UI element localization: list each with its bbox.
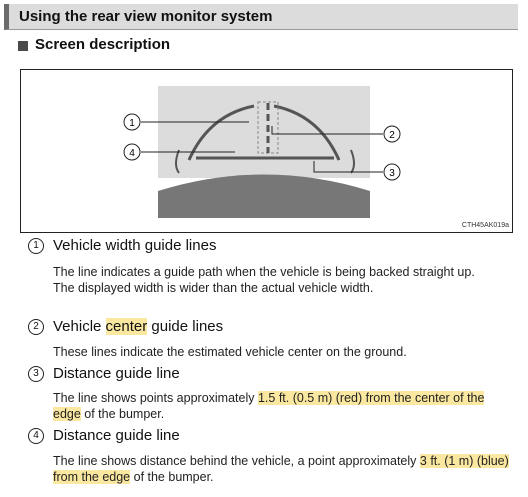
item-number-circle: 2 — [28, 319, 44, 335]
item-description-line: The displayed width is wider than the ac… — [53, 281, 374, 295]
callout-number-3: 3 — [389, 168, 395, 179]
title-highlight: center — [105, 318, 148, 335]
desc-text: The line shows distance behind the vehic… — [53, 454, 420, 468]
item-description-line: The line indicates a guide path when the… — [53, 265, 475, 279]
callout-circle-3 — [383, 163, 401, 181]
desc-text: The line shows points approximately — [53, 391, 258, 405]
item-description: The line indicates a guide path when the… — [53, 264, 511, 296]
callout-number-1: 1 — [129, 118, 135, 129]
item-description: These lines indicate the estimated vehic… — [53, 345, 407, 359]
width-guide-line-left — [187, 104, 255, 161]
section-title: Using the rear view monitor system — [19, 8, 273, 25]
title-text: guide lines — [147, 318, 224, 335]
item-title: Vehicle center guide lines — [53, 318, 223, 335]
item-number-circle: 4 — [28, 428, 44, 444]
monitor-screen — [158, 86, 370, 178]
callout-number-4: 4 — [129, 148, 135, 159]
bumper-area — [158, 174, 370, 218]
item-number-circle: 3 — [28, 366, 44, 382]
item-description: The line shows distance behind the vehic… — [53, 453, 511, 485]
item-title: Vehicle width guide lines — [53, 237, 217, 254]
callout-circle-1 — [123, 113, 141, 131]
item-title: Distance guide line — [53, 365, 180, 382]
sub-title: Screen description — [35, 36, 171, 53]
monitor-diagram: 1 4 2 3 — [123, 86, 401, 218]
item-number-circle: 1 — [28, 238, 44, 254]
leader-line-2 — [271, 126, 383, 135]
item-description: The line shows points approximately 1.5 … — [53, 390, 511, 422]
title-text: Vehicle — [53, 318, 106, 335]
leader-line-3 — [313, 161, 383, 173]
callout-circle-4 — [123, 143, 141, 161]
rear-view-monitor-figure: 1 4 2 3 CTH45AK019a — [20, 69, 513, 233]
callout-circle-2 — [383, 125, 401, 143]
width-guide-line-right — [273, 104, 341, 161]
section-header: Using the rear view monitor system — [4, 4, 518, 30]
desc-text: of the bumper. — [80, 407, 165, 421]
callout-number-2: 2 — [389, 130, 395, 141]
square-bullet-icon — [18, 41, 28, 51]
figure-code: CTH45AK019a — [461, 222, 509, 229]
item-title: Distance guide line — [53, 427, 180, 444]
desc-text: of the bumper. — [130, 470, 214, 484]
